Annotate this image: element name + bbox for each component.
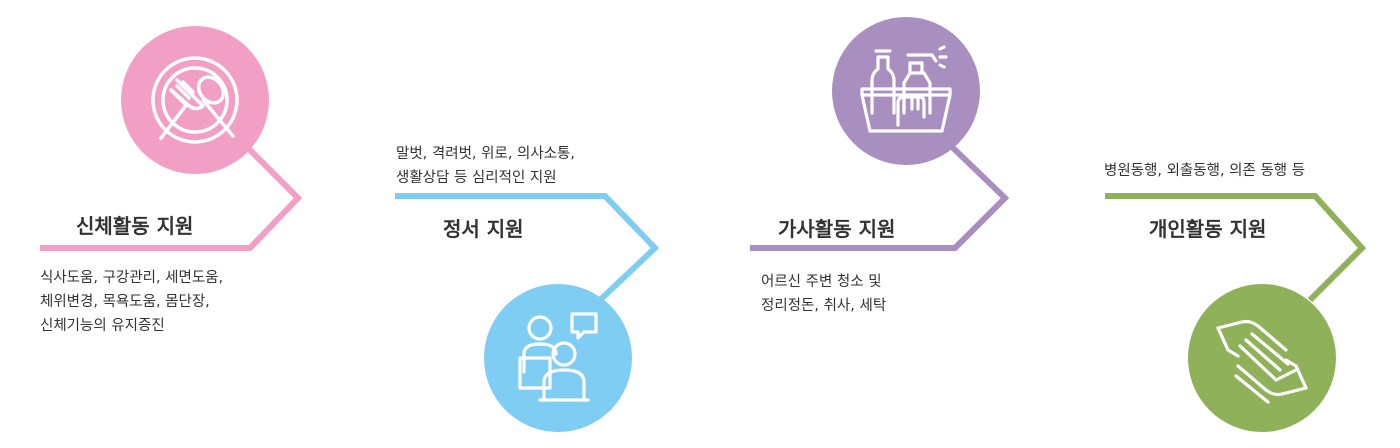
step-1-line-2: 체위변경, 목욕도움, 몸단장, [40,294,210,310]
step-1-circle [121,26,269,174]
step-1-line-1: 식사도움, 구강관리, 세면도움, [40,270,224,286]
step-1-description: 식사도움, 구강관리, 세면도움, 체위변경, 목욕도움, 몸단장, 신체기능의… [40,266,223,338]
step-2-circle [484,284,632,432]
connector-line-physical [40,142,303,251]
step-4-title: 개인활동 지원 [1149,217,1267,241]
step-2-description: 말벗, 격려벗, 위로, 의사소통, 생활상담 등 심리적인 지원 [396,142,575,190]
meal-plate-icon [151,56,239,144]
connector-line-personal [1105,193,1367,303]
helping-hands-icon [1216,319,1308,404]
step-2-line-1: 말벗, 격려벗, 위로, 의사소통, [396,146,576,162]
step-3-line-1: 어르신 주변 청소 및 [761,274,882,290]
step-3-description: 어르신 주변 청소 및 정리정돈, 취사, 세탁 [761,270,886,318]
step-1-line-3: 신체기능의 유지증진 [40,318,165,334]
step-3-line-2: 정리정돈, 취사, 세탁 [761,298,887,314]
step-1-title: 신체활동 지원 [76,214,194,238]
cleaning-supplies-icon [860,45,952,133]
step-2-line-2: 생활상담 등 심리적인 지원 [396,170,557,186]
connector-line-emotional [395,193,660,303]
step-3-circle [832,17,980,165]
step-4-line-1: 병원동행, 외출동행, 의존 동행 등 [1104,163,1306,179]
step-2-title: 정서 지원 [443,217,524,241]
connector-line-housework [750,142,1010,251]
step-4-description: 병원동행, 외출동행, 의존 동행 등 [1104,159,1305,183]
counseling-icon [518,312,598,402]
step-3-title: 가사활동 지원 [778,217,896,241]
step-4-circle [1188,284,1336,432]
